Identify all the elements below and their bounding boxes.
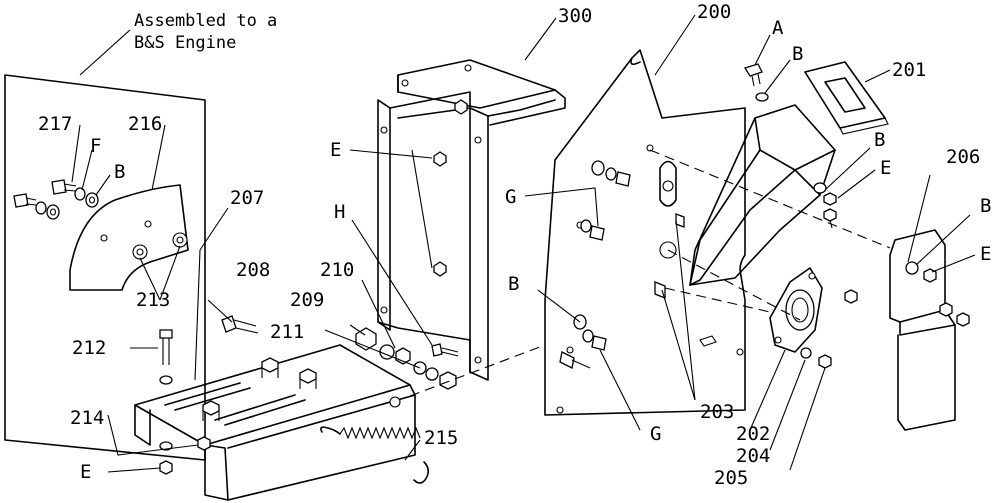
label-214: 214 (70, 407, 104, 429)
assembly-lines (409, 149, 891, 397)
spring-215 (320, 426, 430, 484)
label-207: 207 (230, 187, 264, 209)
plate-200 (544, 49, 746, 416)
label-216: 216 (128, 113, 162, 135)
label-g-bottom: G (650, 423, 661, 445)
frame-300 (377, 59, 566, 381)
label-b-engine: B (114, 161, 125, 183)
label-211: 211 (270, 321, 304, 343)
labels: Assembled to a B&S Engine 300 200 A B 20… (38, 1, 991, 489)
leader-lines (71, 14, 976, 473)
label-f: F (90, 135, 101, 157)
label-300: 300 (558, 5, 592, 27)
label-205: 205 (714, 467, 748, 489)
label-210: 210 (320, 259, 354, 281)
label-b-top: B (792, 43, 803, 65)
pulley-hardware (355, 327, 459, 390)
label-201: 201 (892, 59, 926, 81)
label-h: H (334, 201, 345, 223)
label-202: 202 (736, 423, 770, 445)
label-e-frame: E (330, 139, 341, 161)
label-b-right: B (874, 129, 885, 151)
label-e-206: E (980, 243, 991, 265)
label-b-mid: B (508, 273, 519, 295)
label-217: 217 (38, 113, 72, 135)
label-208: 208 (236, 259, 270, 281)
hardware-a-b (744, 63, 769, 102)
hardware-right (813, 182, 837, 229)
label-204: 204 (736, 445, 770, 467)
label-200: 200 (697, 1, 731, 23)
label-209: 209 (290, 289, 324, 311)
label-e-bottom: E (80, 461, 91, 483)
plate-201 (804, 61, 889, 135)
label-213: 213 (136, 289, 170, 311)
bolts (159, 315, 259, 365)
note-line1: Assembled to a (134, 11, 277, 31)
base-207 (134, 344, 416, 501)
chute (689, 104, 836, 286)
label-212: 212 (72, 337, 106, 359)
label-215: 215 (424, 427, 458, 449)
label-b-206: B (980, 195, 991, 217)
label-g-top: G (505, 186, 516, 208)
note-line2: B&S Engine (134, 33, 236, 53)
label-203: 203 (700, 401, 734, 423)
bearing-202 (769, 267, 858, 369)
label-a: A (772, 17, 784, 39)
label-e-right: E (880, 157, 891, 179)
label-206: 206 (946, 146, 980, 168)
bracket-206 (889, 229, 970, 431)
